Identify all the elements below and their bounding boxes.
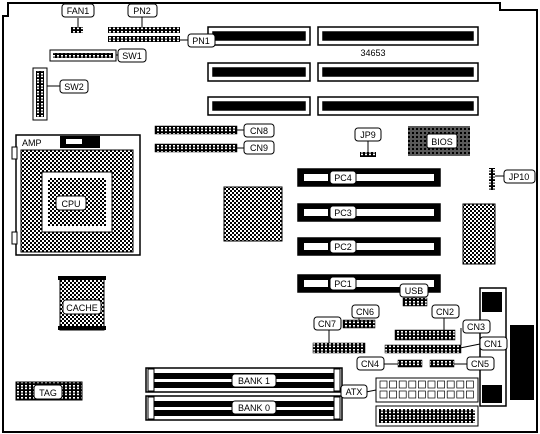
pn2-label: PN2 — [133, 6, 151, 16]
cn5-connector — [429, 359, 455, 368]
jp10-jumper — [489, 168, 495, 190]
cn9-label: CN9 — [250, 143, 268, 153]
cn8-connector — [154, 125, 238, 135]
fan1-header — [71, 27, 83, 33]
atx-pin — [437, 380, 445, 389]
bank1-label: BANK 1 — [238, 376, 270, 386]
atx-pin — [408, 390, 417, 399]
atx-label: ATX — [346, 387, 363, 397]
atx-pin — [418, 380, 426, 389]
atx-pin — [437, 390, 445, 399]
atx-pin — [418, 390, 426, 399]
fan1-label: FAN1 — [67, 6, 90, 16]
atx-pin — [427, 390, 436, 399]
bank0-label: BANK 0 — [238, 403, 270, 413]
atx-pin — [466, 390, 474, 399]
cn2-label: CN2 — [436, 307, 454, 317]
cache-label: CACHE — [66, 303, 98, 313]
amp-label: AMP — [22, 138, 42, 148]
jp10-label: JP10 — [509, 172, 530, 182]
chipset-north — [223, 186, 283, 242]
usb-connector — [402, 297, 428, 307]
pn1-header — [108, 36, 180, 42]
tag-label: TAG — [39, 388, 57, 398]
cn9-connector — [154, 143, 238, 153]
pc4-label: PC4 — [334, 173, 352, 183]
pc3-label: PC3 — [334, 208, 352, 218]
cn6-connector — [342, 319, 376, 329]
atx-pin — [379, 380, 388, 389]
atx-pin — [456, 390, 465, 399]
atx-power-connector — [375, 377, 479, 427]
cpu-socket — [11, 134, 141, 256]
usb-label: USB — [405, 286, 424, 296]
jp9-jumper — [360, 152, 376, 157]
atx-pin — [408, 380, 417, 389]
cn4-label: CN4 — [361, 359, 379, 369]
atx-pin — [446, 380, 455, 389]
atx-pin — [398, 390, 407, 399]
atx-pin — [398, 380, 407, 389]
isa-slots — [207, 26, 479, 116]
atx-pin — [456, 380, 465, 389]
pc2-label: PC2 — [334, 242, 352, 252]
cn7-label: CN7 — [318, 319, 336, 329]
pc1-label: PC1 — [334, 279, 352, 289]
atx-pin — [389, 390, 397, 399]
cn2-connector — [394, 329, 456, 341]
cn8-label: CN8 — [250, 126, 268, 136]
bios-label: BIOS — [431, 137, 453, 147]
pn1-label: PN1 — [192, 36, 210, 46]
cn3-label: CN3 — [467, 322, 485, 332]
cn5-label: CN5 — [471, 359, 489, 369]
atx-pin — [389, 380, 397, 389]
jp9-label: JP9 — [360, 130, 376, 140]
atx-pin — [379, 390, 388, 399]
atx-pin — [427, 380, 436, 389]
pn2-header — [108, 27, 180, 33]
cpu-label: CPU — [61, 199, 80, 209]
atx-pin — [466, 380, 474, 389]
io-port-connector — [510, 325, 534, 400]
atx-pin — [446, 390, 455, 399]
cn4-connector — [397, 359, 423, 368]
board-number: 34653 — [360, 48, 385, 58]
sw2-label: SW2 — [64, 82, 84, 92]
cn3-connector — [384, 344, 462, 354]
sw1-label: SW1 — [122, 51, 142, 61]
chipset-south — [462, 203, 496, 265]
cn6-label: CN6 — [356, 307, 374, 317]
cn7-connector — [312, 342, 366, 354]
cn1-label: CN1 — [484, 339, 502, 349]
